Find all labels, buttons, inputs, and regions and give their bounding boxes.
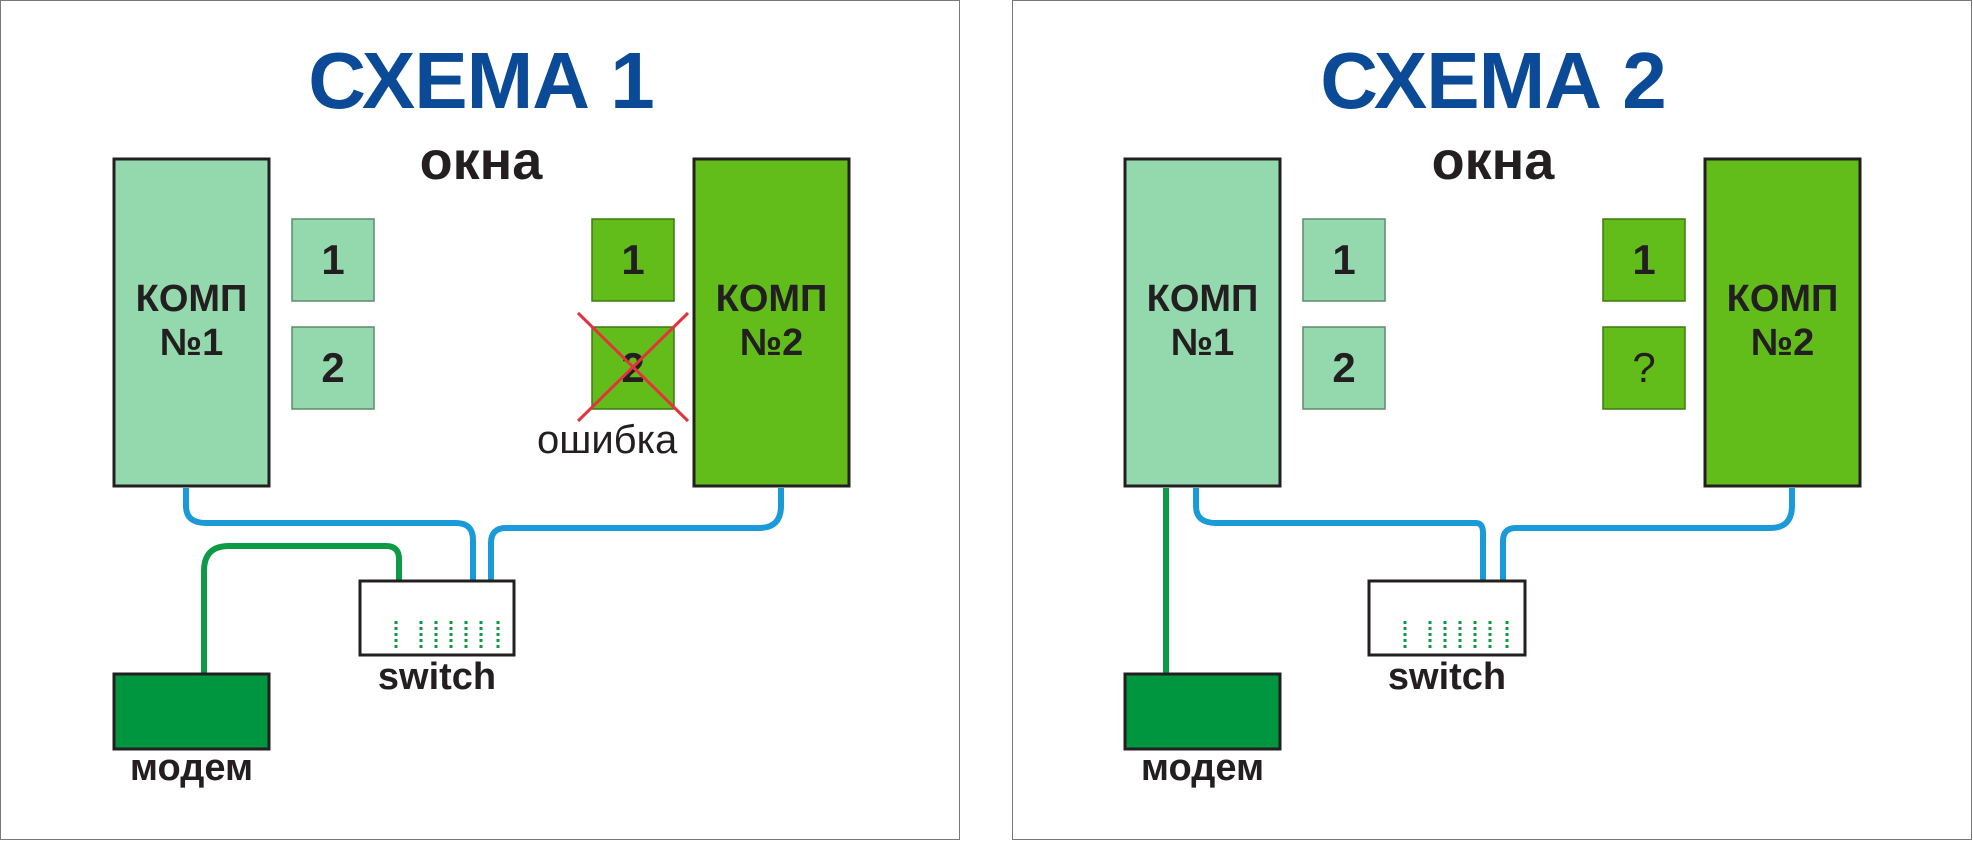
comp-1-label: КОМП №1: [1146, 278, 1259, 364]
comp-2-window-1: [1602, 218, 1686, 302]
comp-1-window-2-label: 2: [321, 344, 345, 391]
switch-label: switch: [377, 656, 497, 698]
comp-1-window-2: [291, 326, 375, 410]
cable-comp2-switch: [1500, 488, 1795, 581]
switch-port-lights: [1403, 621, 1509, 649]
switch-box: [1367, 579, 1527, 657]
modem-box: [112, 672, 271, 751]
error-note: ошибка: [537, 418, 678, 462]
comp-2-window-1: [591, 218, 675, 302]
comp-1-box: [1123, 157, 1282, 488]
modem-label: модем: [1140, 747, 1265, 789]
comp-2-window-1-label: 1: [621, 236, 645, 283]
modem-box: [1123, 672, 1282, 751]
comp-1-window-1-label: 1: [321, 236, 345, 283]
cable-comp1-switch: [1193, 488, 1486, 581]
comp-2-box: [1703, 157, 1862, 488]
scheme-2-drawing: [1123, 157, 1862, 751]
modem-label: модем: [129, 747, 254, 789]
cable-comp2-switch: [488, 488, 784, 581]
comp-1-window-1: [291, 218, 375, 302]
switch-box: [358, 579, 516, 657]
comp-2-box: [692, 157, 851, 488]
scheme-2-subtitle: окна: [1431, 131, 1555, 191]
scheme-2-title: СХЕМА 2: [1320, 36, 1667, 125]
comp-2-window-2-label: ?: [1632, 344, 1656, 391]
scheme-1-subtitle: окна: [419, 131, 543, 191]
scheme-1-title: СХЕМА 1: [308, 36, 655, 125]
comp-2-window-2-label: 2: [621, 344, 645, 391]
comp-1-window-1-label: 1: [1332, 236, 1356, 283]
comp-2-label: КОМП №2: [1726, 278, 1839, 364]
comp-2-window-2: [1602, 326, 1686, 410]
cable-modem-switch: [201, 543, 402, 674]
cable-comp1-switch: [183, 488, 476, 581]
comp-1-label: КОМП №1: [135, 278, 248, 364]
comp-2-window-1-label: 1: [1632, 236, 1656, 283]
comp-1-window-2-label: 2: [1332, 344, 1356, 391]
scheme-1-panel: СХЕМА 1 окна КОМП №1 КОМП №2 1 2 1 2 оши…: [0, 0, 960, 840]
comp-1-window-1: [1302, 218, 1386, 302]
comp-1-window-2: [1302, 326, 1386, 410]
comp-1-box: [112, 157, 271, 488]
scheme-2-panel: СХЕМА 2 окна КОМП №1 КОМП №2 1 2 1 ? swi…: [1012, 0, 1972, 840]
switch-port-lights: [394, 621, 500, 649]
switch-label: switch: [1387, 656, 1507, 698]
comp-2-label: КОМП №2: [715, 278, 828, 364]
